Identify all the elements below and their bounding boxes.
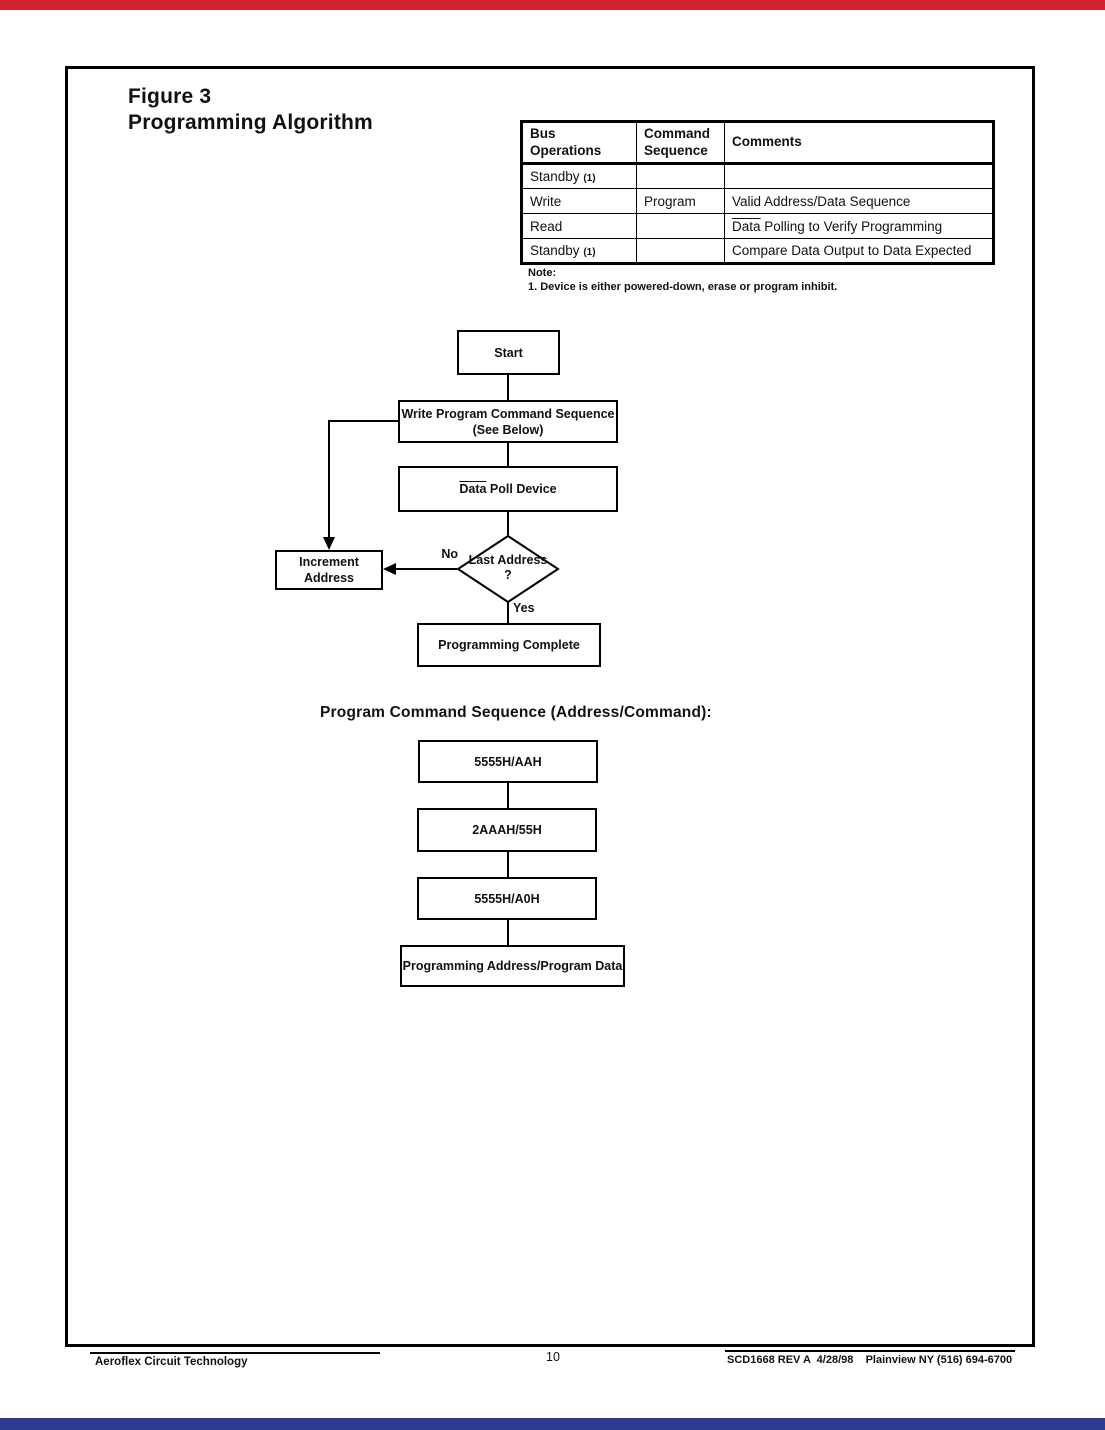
figure-title-line2: Programming Algorithm	[128, 111, 373, 134]
col-header-bus-operations: Bus Operations	[521, 121, 637, 165]
sequence-connector	[507, 852, 509, 877]
figure-title: Figure 3 Programming Algorithm	[128, 84, 373, 136]
sequence-step-box: 5555H/AAH	[418, 740, 598, 783]
yes-branch-label: Yes	[513, 601, 535, 615]
flowchart-write-command-box: Write Program Command Sequence (See Belo…	[398, 400, 618, 443]
bottom-accent-bar	[0, 1418, 1105, 1430]
connector-write-to-poll	[507, 443, 509, 466]
cell-bus-operation: Write	[521, 188, 637, 214]
no-branch-label: No	[441, 547, 458, 561]
loop-line-horizontal	[328, 420, 398, 422]
cell-comment: Data Polling to Verify Programming	[724, 213, 994, 239]
sequence-step-box: Programming Address/Program Data	[400, 945, 625, 987]
connector-decision-to-complete	[507, 602, 509, 623]
cell-bus-operation: Read	[521, 213, 637, 239]
note-text: 1. Device is either powered-down, erase …	[528, 281, 838, 293]
cell-command-sequence: Program	[636, 188, 725, 214]
loop-line-vertical	[328, 420, 330, 539]
table-header-row: Bus Operations Command Sequence Comments	[521, 121, 994, 165]
connector-poll-to-decision	[507, 512, 509, 535]
flowchart-data-poll-box: Data Poll Device	[398, 466, 618, 512]
top-accent-bar	[0, 0, 1105, 10]
page-number: 10	[546, 1350, 560, 1364]
sequence-step-box: 2AAAH/55H	[417, 808, 597, 852]
cell-comment: Compare Data Output to Data Expected	[724, 238, 994, 264]
table-row: Standby (1) Compare Data Output to Data …	[521, 238, 994, 264]
footer-left-rule	[90, 1352, 380, 1354]
cell-comment: Valid Address/Data Sequence	[724, 188, 994, 214]
arrowhead-left	[383, 563, 396, 575]
sequence-heading: Program Command Sequence (Address/Comman…	[320, 704, 712, 721]
decision-text: Last Address ?	[468, 553, 548, 582]
cell-bus-operation: Standby (1)	[521, 238, 637, 264]
cell-comment	[724, 163, 994, 189]
cell-command-sequence	[636, 238, 725, 264]
footer-doc-info: SCD1668 REV A 4/28/98 Plainview NY (516)…	[727, 1354, 1013, 1366]
footer-company: Aeroflex Circuit Technology	[95, 1356, 248, 1368]
sequence-connector	[507, 920, 509, 945]
table-note: Note: 1. Device is either powered-down, …	[528, 266, 837, 294]
flowchart-increment-address-box: Increment Address	[275, 550, 383, 590]
table-row: Read Data Polling to Verify Programming	[521, 213, 994, 239]
connector-start-to-write	[507, 375, 509, 400]
col-header-comments: Comments	[724, 121, 994, 165]
sequence-step-box: 5555H/A0H	[417, 877, 597, 920]
bus-operations-table: Bus Operations Command Sequence Comments…	[520, 120, 995, 265]
footer-right-rule	[725, 1350, 1015, 1352]
table-row: Write Program Valid Address/Data Sequenc…	[521, 188, 994, 214]
note-label: Note:	[528, 267, 557, 279]
table-row: Standby (1)	[521, 163, 994, 189]
flowchart-programming-complete-box: Programming Complete	[417, 623, 601, 667]
cell-bus-operation: Standby (1)	[521, 163, 637, 189]
sequence-connector	[507, 783, 509, 808]
figure-title-line1: Figure 3	[128, 85, 212, 108]
connector-decision-to-increment	[393, 568, 457, 570]
cell-command-sequence	[636, 213, 725, 239]
flowchart-start-box: Start	[457, 330, 560, 375]
page-border	[65, 66, 1035, 1347]
cell-command-sequence	[636, 163, 725, 189]
arrowhead-down	[323, 537, 335, 550]
col-header-command-sequence: Command Sequence	[636, 121, 725, 165]
